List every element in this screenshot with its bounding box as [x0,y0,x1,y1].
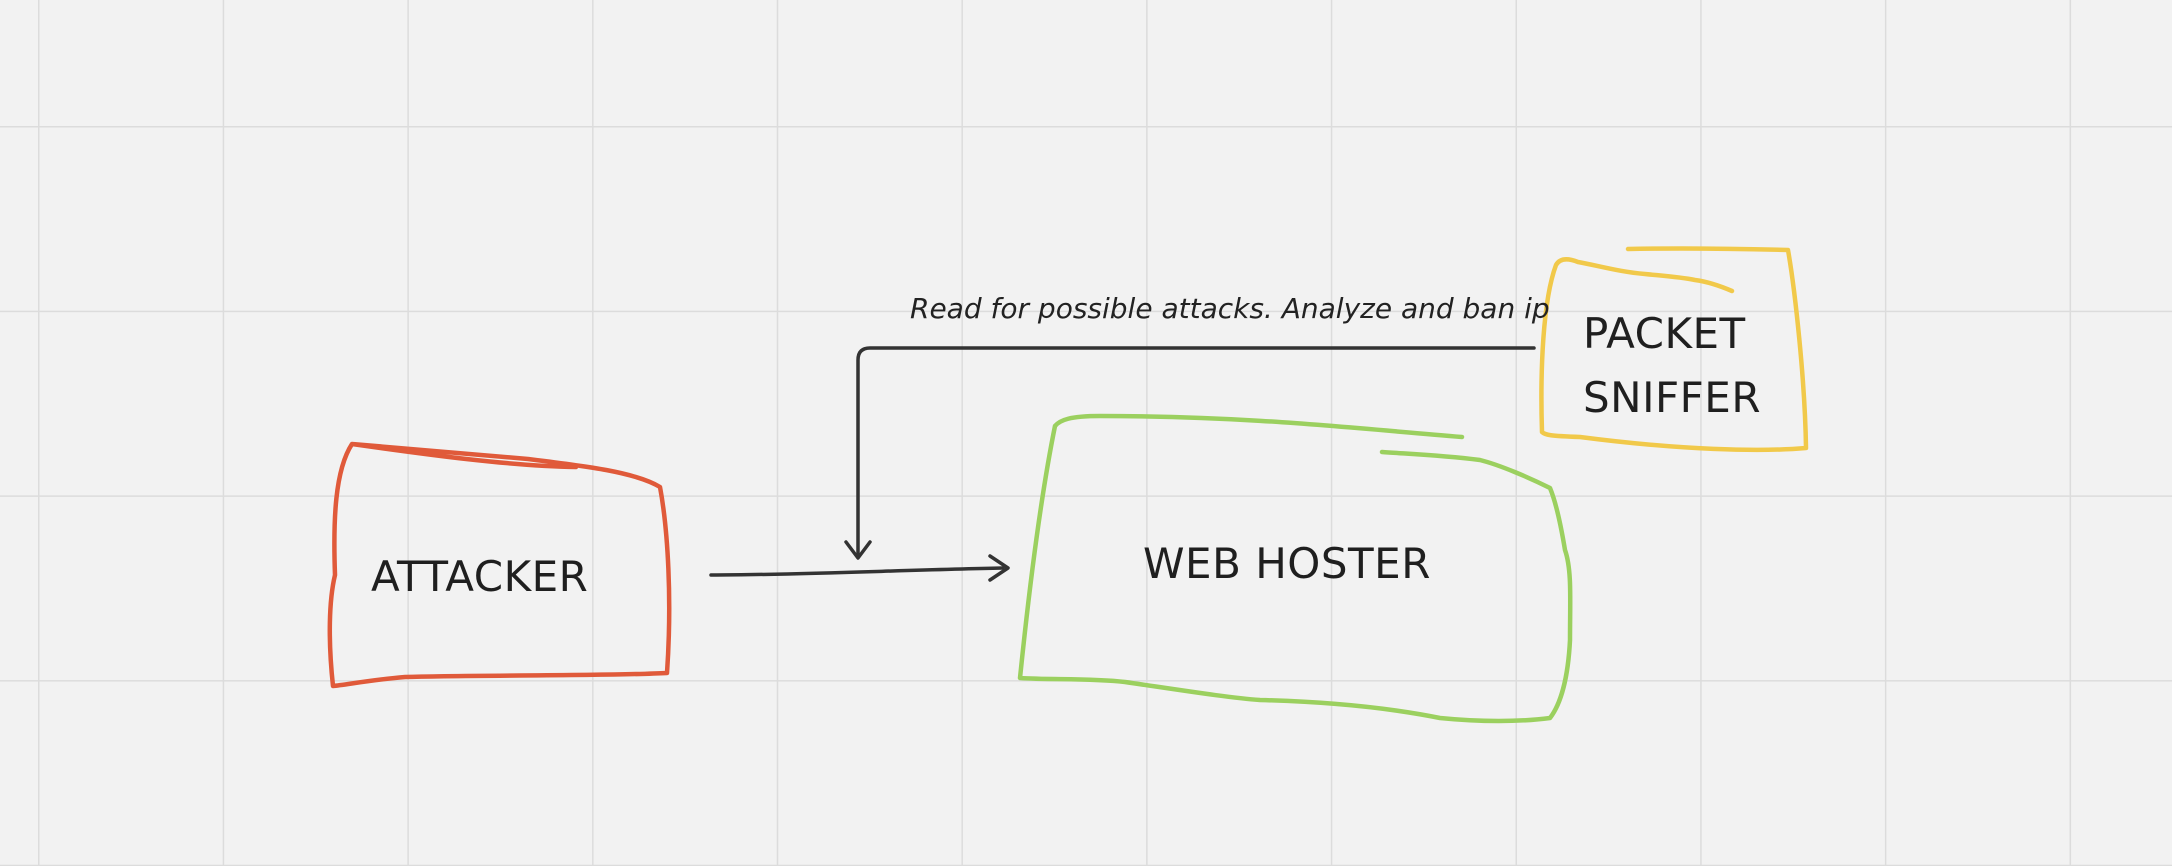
attacker-label: ATTACKER [371,552,589,601]
web-hoster-label: WEB HOSTER [1143,539,1431,588]
packet-sniffer-label-line-1: PACKET [1583,309,1746,358]
packet-sniffer-arrowhead [844,540,872,560]
attacker-to-web-hoster-connector[interactable] [709,566,1005,577]
packet-sniffer-connector-label: Read for possible attacks. Analyze and b… [910,292,1550,325]
packet-sniffer-label: PACKET SNIFFER [1583,302,1761,430]
packet-sniffer-label-line-2: SNIFFER [1583,373,1762,422]
packet-sniffer-shape[interactable] [1539,246,1809,453]
packet-sniffer-connector[interactable] [856,346,1536,557]
web-hoster-arrowhead [988,554,1010,582]
web-hoster-shape[interactable] [1017,413,1573,724]
attacker-shape[interactable] [327,441,672,689]
